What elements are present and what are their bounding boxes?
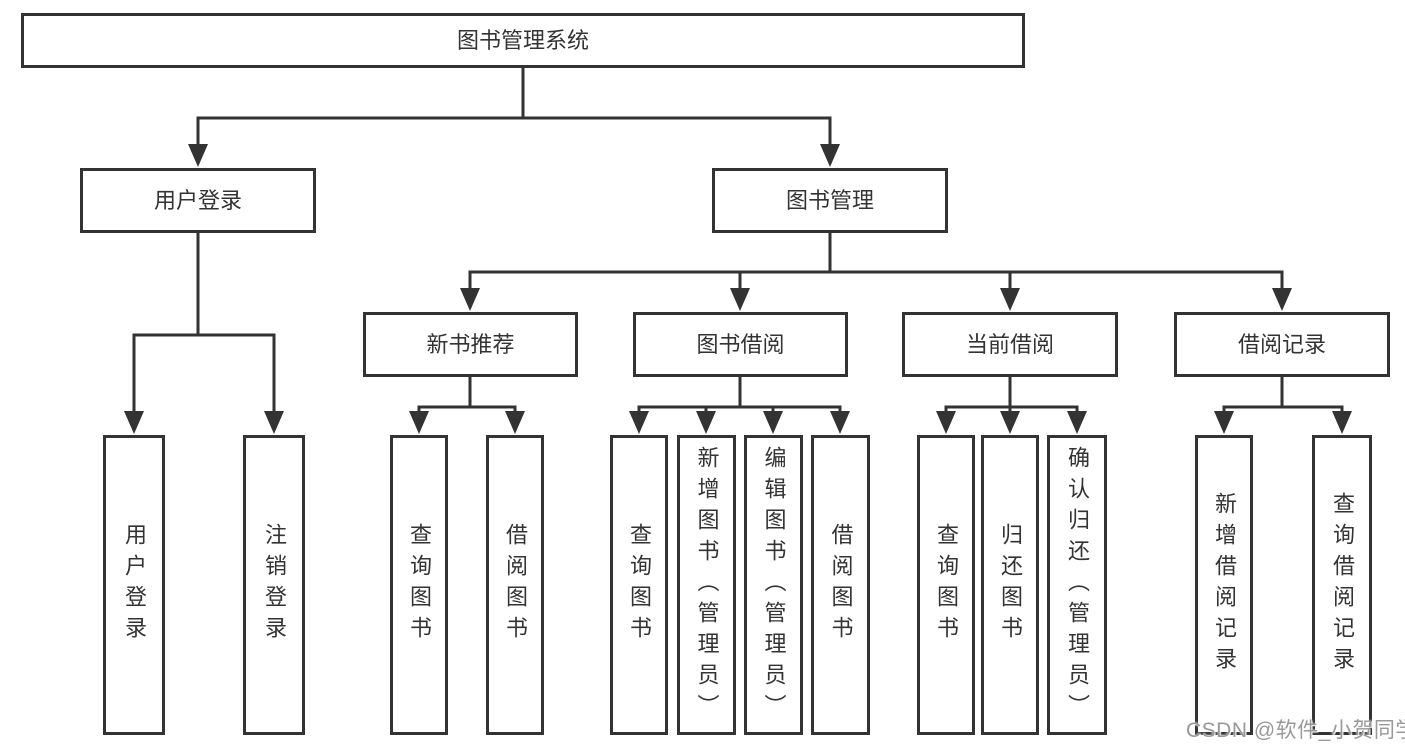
leaf-query-books-borrow-label: 查询图书 [627,523,652,647]
edges-new-book-rec-to-leaves [409,377,525,434]
node-book-management: 图书管理 [712,168,948,233]
leaf-borrow-books-recommend-label: 借阅图书 [503,523,528,647]
leaf-query-borrow-record: 查询借阅记录 [1312,435,1372,735]
edges-book-borrow-to-leaves [629,377,850,434]
node-library-system-label: 图书管理系统 [456,27,589,53]
leaf-query-borrow-record-label: 查询借阅记录 [1330,492,1355,678]
leaf-add-borrow-record-label: 新增借阅记录 [1212,492,1237,678]
node-user-login: 用户登录 [80,168,316,233]
leaf-borrow-books: 借阅图书 [811,435,870,735]
leaf-user-login-label: 用户登录 [122,523,147,647]
node-user-login-label: 用户登录 [153,187,242,213]
node-current-borrowing: 当前借阅 [902,312,1118,377]
leaf-borrow-books-label: 借阅图书 [828,523,854,647]
leaf-add-borrow-record: 新增借阅记录 [1195,435,1253,735]
edges-borrow-records-to-leaves [1214,377,1352,434]
leaf-add-books-admin-label: 新增图书（管理员） [694,445,720,725]
edges-book-mgmt-to-level3 [460,233,1292,311]
node-book-borrowing: 图书借阅 [633,312,848,377]
node-current-borrowing-label: 当前借阅 [965,331,1054,357]
leaf-confirm-return-admin-label: 确认归还（管理员） [1065,445,1090,725]
edges-current-borrow-to-leaves [936,377,1087,434]
node-book-management-label: 图书管理 [785,187,874,213]
leaf-query-books-current: 查询图书 [917,435,975,735]
node-library-system: 图书管理系统 [21,13,1025,68]
leaf-logout: 注销登录 [243,435,305,735]
edges-user-login-to-leaves [124,233,284,434]
leaf-query-books-current-label: 查询图书 [934,523,959,647]
leaf-add-books-admin: 新增图书（管理员） [677,435,736,735]
csdn-watermark: CSDN @软件_小贺同学 [1186,719,1405,742]
leaf-confirm-return-admin: 确认归还（管理员） [1047,435,1107,735]
leaf-query-books-recommend-label: 查询图书 [407,523,432,647]
leaf-query-books-borrow: 查询图书 [610,435,668,735]
leaf-edit-books-admin-label: 编辑图书（管理员） [761,445,787,725]
leaf-user-login: 用户登录 [103,435,165,735]
node-book-borrowing-label: 图书借阅 [696,331,785,357]
node-new-book-recommend: 新书推荐 [363,312,578,377]
node-borrowing-records: 借阅记录 [1174,312,1390,377]
leaf-return-books-label: 归还图书 [998,523,1023,647]
leaf-borrow-books-recommend: 借阅图书 [486,435,544,735]
edges-root-to-level2 [188,68,840,167]
leaf-edit-books-admin: 编辑图书（管理员） [744,435,803,735]
node-new-book-recommend-label: 新书推荐 [426,331,515,357]
leaf-query-books-recommend: 查询图书 [390,435,448,735]
leaf-return-books: 归还图书 [981,435,1039,735]
node-borrowing-records-label: 借阅记录 [1237,331,1326,357]
leaf-logout-label: 注销登录 [262,523,287,647]
